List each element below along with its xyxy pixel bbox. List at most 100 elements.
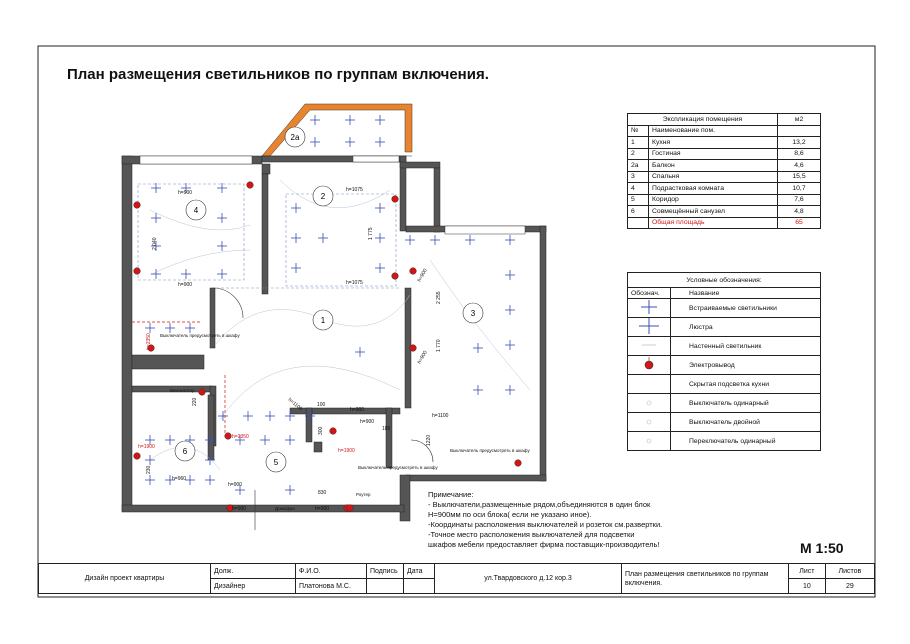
designer-name: Платонова М.С.: [295, 578, 367, 594]
recessed-light-icon: [375, 263, 385, 273]
note-line: -Точное место расположения выключателей …: [428, 530, 635, 539]
room-number: 5: [274, 458, 279, 467]
room-no: 6: [627, 205, 649, 218]
recessed-light-icon: [430, 235, 440, 245]
sheet-number: 10: [788, 578, 826, 594]
legend-item-name: Электровывод: [670, 355, 821, 375]
legend-item-name: Люстра: [670, 317, 821, 337]
col-date: Дата: [403, 563, 435, 579]
recessed-light-icon: [310, 115, 320, 125]
floor-plan: 2а 2 4 1 3 5 6 h=900 h=900 h=1075 h=1075…: [121, 103, 547, 530]
wardrobe-switch-label: Выключатель предусмотреть в шкафу: [160, 333, 240, 338]
recessed-light-icon: [181, 183, 191, 193]
outlet-icon: [391, 195, 399, 203]
project-name: Дизайн проект квартиры: [38, 563, 211, 594]
dim-label: h=900: [315, 506, 329, 512]
col-number: №: [627, 124, 649, 137]
recessed-light-icon: [318, 233, 328, 243]
col-name: Наименование пом.: [648, 124, 778, 137]
room-no: 3: [627, 170, 649, 183]
notes-heading: Примечание:: [428, 490, 474, 499]
legend-table: Условные обозначения: Обознач. Название …: [627, 272, 821, 451]
legend-row: Выключатель одинарный: [627, 393, 821, 413]
dim-label: h=900: [350, 407, 364, 413]
recessed-light-icon: [291, 263, 301, 273]
outlet-icon: [133, 201, 141, 209]
room-area: 4,6: [777, 159, 821, 172]
recessed-light-icon: [145, 455, 155, 465]
dim-label: 1 770: [436, 339, 442, 352]
switch-double-icon: [627, 412, 671, 432]
dim-label: h=900: [178, 282, 192, 288]
toggle-single-icon: [627, 431, 671, 451]
outlets: [133, 181, 522, 512]
recessed-light-icon: [217, 241, 227, 251]
total-label: Общая площадь: [648, 216, 778, 229]
legend-item-name: Выключатель двойной: [670, 412, 821, 432]
recessed-light-icon: [505, 385, 515, 395]
recessed-light-icon: [217, 213, 227, 223]
recessed-light-icon: [405, 235, 415, 245]
doors: [212, 287, 434, 530]
col-signature: Подпись: [366, 563, 404, 579]
recessed-light-icon: [285, 411, 295, 421]
room-area: 8,6: [777, 147, 821, 160]
room-no: 1: [627, 136, 649, 149]
room-no: 2: [627, 147, 649, 160]
legend-row: Скрытая подсветка кухни: [627, 374, 821, 394]
designer-role: Дизайнер: [210, 578, 296, 594]
recessed-light-icon: [291, 233, 301, 243]
legend-col-symbol: Обознач.: [627, 287, 671, 299]
walls: [121, 155, 547, 522]
recessed-light-icon: [375, 203, 385, 213]
note-line: - Выключатели,размещенные рядом,объединя…: [428, 500, 651, 509]
recessed-light-icon: [217, 183, 227, 193]
recessed-light-icon: [181, 269, 191, 279]
legend-item-name: Переключатель одинарный: [670, 431, 821, 451]
dimension-labels: h=900 h=900 h=1075 h=1075 2 040 1 775 2 …: [138, 187, 449, 512]
sheet-label: Лист: [788, 563, 826, 579]
explication-unit: м2: [777, 113, 821, 126]
room-name: Коридор: [648, 193, 778, 206]
legend-col-name: Название: [670, 287, 821, 299]
room-number: 4: [194, 206, 199, 215]
room-number: 3: [471, 309, 476, 318]
recessed-light-icon: [375, 137, 385, 147]
recessed-light-icon: [291, 203, 301, 213]
wardrobe-switch-label: Выключатель предусмотреть в шкафу: [450, 448, 530, 453]
room-area: 7,6: [777, 193, 821, 206]
recessed-light-icon: [265, 411, 275, 421]
recessed-light-icon: [217, 269, 227, 279]
room-area: 15,5: [777, 170, 821, 183]
outlet-icon: [246, 181, 254, 189]
outlet-icon: [224, 432, 232, 440]
sheets-label: Листов: [824, 563, 876, 579]
windows: [139, 155, 526, 235]
outlet-icon: [409, 267, 417, 275]
recessed-light-icon: [285, 435, 295, 445]
scale-label: М 1:50: [800, 540, 844, 556]
recessed-light-icon: [165, 475, 175, 485]
recessed-light-icon: [505, 340, 515, 350]
recessed-light-icon: [151, 213, 161, 223]
address: ул.Твардовского д.12 кор.3: [434, 563, 622, 594]
recessed-light-icon: [151, 241, 161, 251]
outlet-icon: [133, 267, 141, 275]
room-area: 10,7: [777, 182, 821, 195]
outlet-icon: [329, 427, 337, 435]
intercom-label: Домофон: [275, 506, 295, 511]
wiring: [149, 179, 531, 471]
wardrobe-switch-label: Выключатель предусмотреть в шкафу: [358, 465, 438, 470]
dim-label: 185: [382, 426, 391, 432]
explication-header: Экспликация помещения: [627, 113, 778, 126]
legend-item-name: Настенный светильник: [670, 336, 821, 356]
room-area: 4,8: [777, 205, 821, 218]
room-no: 2а: [627, 159, 649, 172]
recessed-light-icon: [505, 235, 515, 245]
note-line: -Координаты расположения выключателей и …: [428, 520, 663, 529]
outlet-icon: [147, 344, 155, 352]
room-area: 13,2: [777, 136, 821, 149]
